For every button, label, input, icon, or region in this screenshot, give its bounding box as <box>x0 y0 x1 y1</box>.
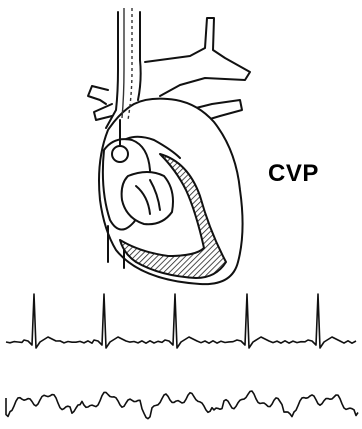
heart-illustration <box>88 12 250 284</box>
catheter-tip <box>112 146 128 162</box>
pulmonary-vessel-stub <box>94 104 112 120</box>
cvp-pressure-trace <box>6 391 358 419</box>
aortic-vessel-left <box>88 86 108 104</box>
ecg-trace <box>6 294 356 348</box>
pulmonary-artery-branch <box>145 18 250 96</box>
cvp-label: CVP <box>268 160 319 188</box>
cvp-catheter <box>122 8 132 120</box>
